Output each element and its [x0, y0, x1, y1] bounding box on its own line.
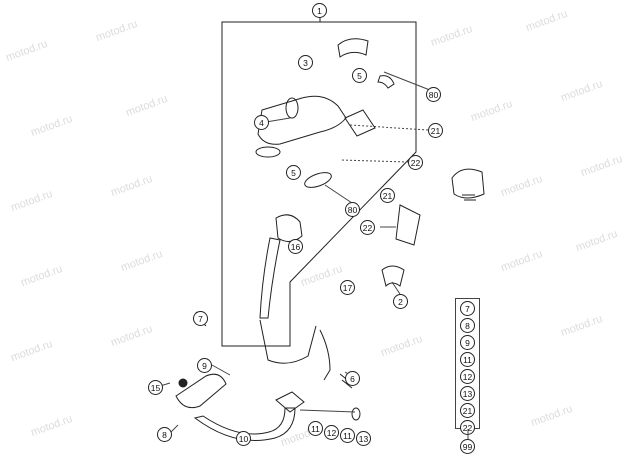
assembly-outline: [221, 14, 417, 347]
callout-22: 22: [408, 155, 423, 170]
callout-17: 17: [340, 280, 355, 295]
mount-bracket: [395, 204, 421, 246]
callout-7: 7: [193, 311, 208, 326]
muffler-center: [344, 109, 376, 137]
callout-13: 13: [356, 431, 371, 446]
gasket-ring: [304, 172, 332, 188]
kit-item: 12: [460, 369, 475, 384]
callout-16: 16: [288, 239, 303, 254]
kit-item: 9: [460, 335, 475, 350]
heat-shield-lower: [381, 265, 405, 287]
callout-2: 2: [393, 294, 408, 309]
callout-9: 9: [197, 358, 212, 373]
middle-pipe-tube: [259, 237, 281, 319]
callout-11: 11: [340, 428, 355, 443]
callout-80: 80: [345, 202, 360, 217]
callout-80: 80: [426, 87, 441, 102]
header-pipe: [259, 319, 331, 381]
kit-item: 8: [460, 318, 475, 333]
washer: [351, 407, 361, 421]
callout-10: 10: [236, 431, 251, 446]
rear-shield: [451, 168, 485, 199]
callout-22: 22: [360, 220, 375, 235]
callout-1: 1: [312, 3, 327, 18]
callout-15: 15: [148, 380, 163, 395]
clamp-ring-upper: [285, 97, 299, 119]
exhaust-flange: [175, 373, 227, 409]
callout-8: 8: [157, 427, 172, 442]
kit-connector: [467, 429, 469, 439]
callout-4: 4: [254, 115, 269, 130]
kit-item: 13: [460, 386, 475, 401]
callout-11: 11: [308, 421, 323, 436]
mounting-bolt: [178, 378, 188, 388]
callout-21: 21: [428, 123, 443, 138]
callout-5: 5: [352, 68, 367, 83]
collar-nut: [275, 391, 305, 413]
muffler-body: [257, 95, 347, 145]
callout-99: 99: [460, 439, 475, 454]
kit-item: 21: [460, 403, 475, 418]
callout-12: 12: [324, 425, 339, 440]
kit-item: 22: [460, 420, 475, 435]
heat-shield: [337, 38, 369, 58]
kit-item: 7: [460, 301, 475, 316]
callout-3: 3: [298, 55, 313, 70]
heat-shield-clip: [377, 75, 395, 89]
callout-21: 21: [380, 188, 395, 203]
middle-pipe: [275, 214, 303, 242]
callout-6: 6: [345, 371, 360, 386]
kit-item: 11: [460, 352, 475, 367]
callout-5: 5: [286, 165, 301, 180]
clamp-ring-lower: [255, 146, 281, 158]
kit-parts-list: 7 8 9 11 12 13 21 22: [455, 298, 480, 435]
